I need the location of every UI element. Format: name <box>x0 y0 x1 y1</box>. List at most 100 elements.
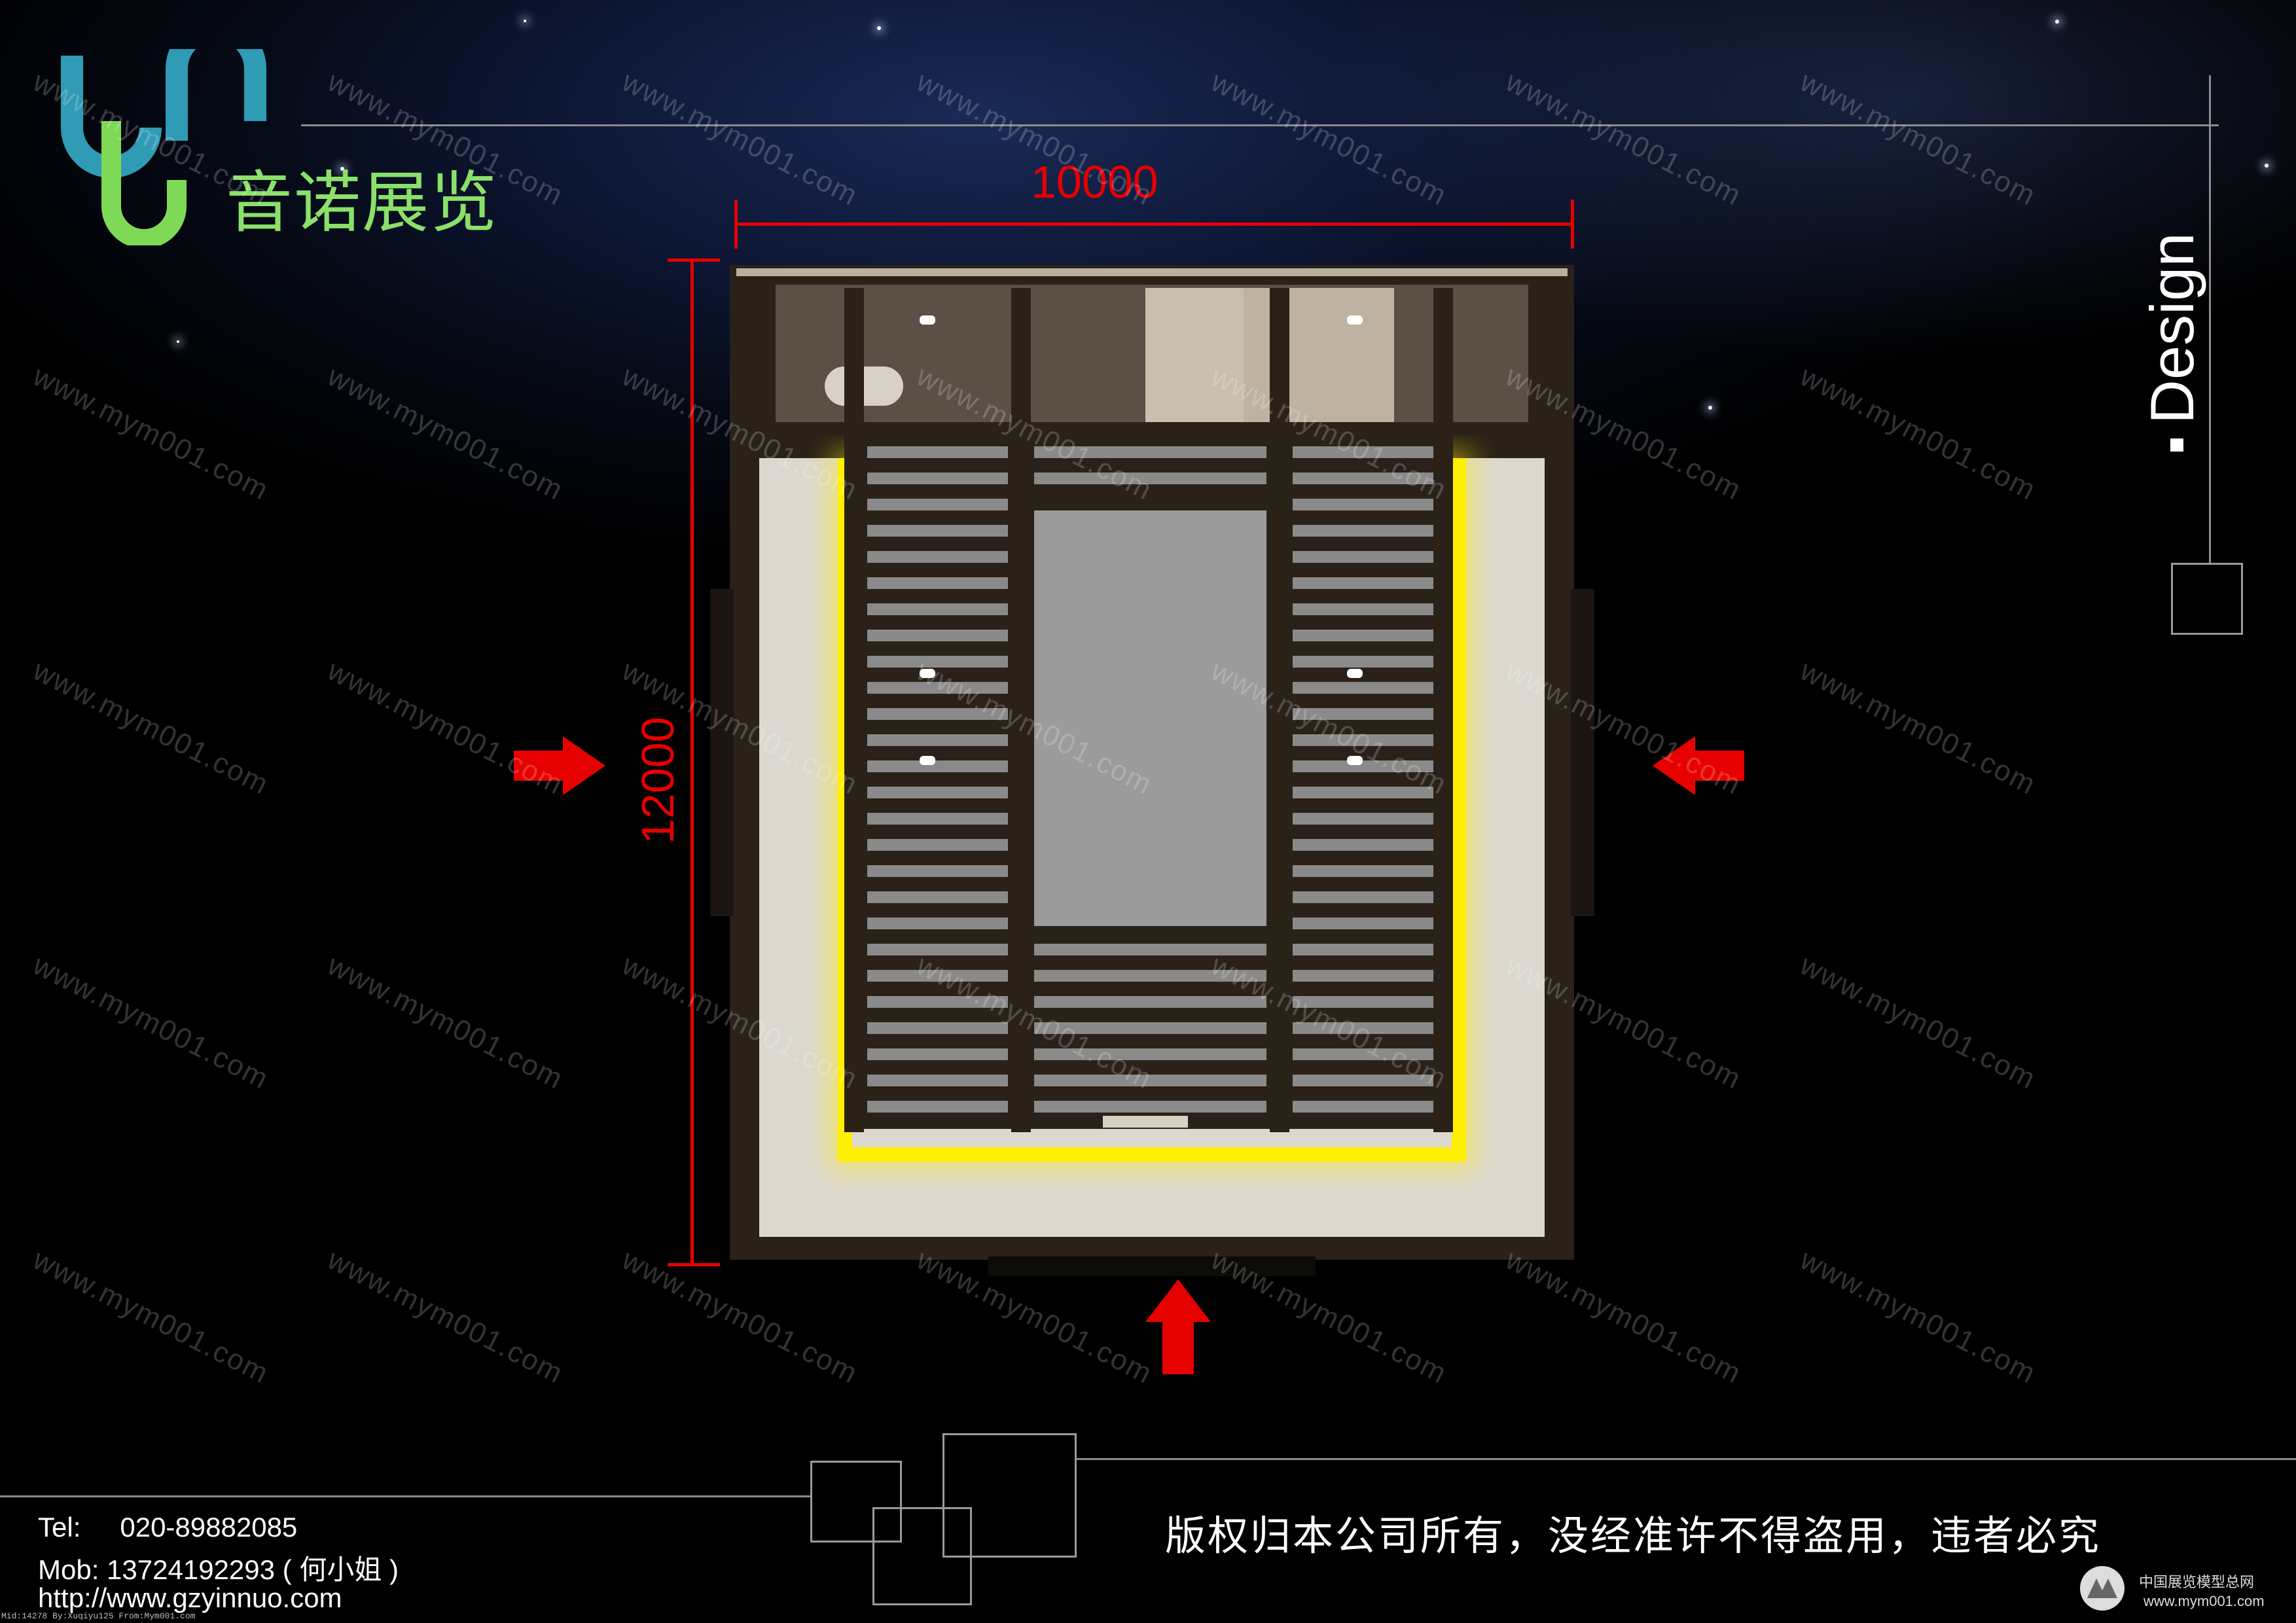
arrow-left-icon <box>1653 736 1744 798</box>
slat <box>1293 603 1433 615</box>
star <box>524 20 526 22</box>
slat <box>1293 813 1433 825</box>
width-dimension-tick-left <box>734 200 738 249</box>
slat <box>1034 473 1266 484</box>
slat <box>1293 577 1433 589</box>
width-dimension-label: 10000 <box>1031 156 1158 207</box>
slat <box>1293 970 1433 982</box>
watermark-text: www.mym001.com <box>27 1243 274 1390</box>
mob-line: Mob: 13724192293 ( 何小姐 ) <box>38 1554 399 1585</box>
slat <box>867 944 1008 955</box>
company-name: 音诺展览 <box>226 164 498 242</box>
watermark-text: www.mym001.com <box>1500 1243 1747 1390</box>
slat <box>867 787 1008 798</box>
slat <box>1293 525 1433 537</box>
slat <box>867 446 1008 458</box>
slat <box>867 577 1008 589</box>
slat <box>1293 446 1433 458</box>
slat <box>1034 970 1266 982</box>
slat <box>1034 996 1266 1008</box>
storage-panel <box>1145 288 1244 432</box>
star <box>340 167 344 171</box>
slat <box>1293 473 1433 484</box>
slat <box>1293 839 1433 851</box>
watermark-text: www.mym001.com <box>1795 949 2041 1096</box>
spot-light <box>920 669 935 678</box>
slat <box>867 708 1008 720</box>
brand-cn: 中国展览模型总网 <box>2139 1575 2255 1591</box>
brand-url[interactable]: www.mym001.com <box>2144 1593 2265 1609</box>
slat <box>867 499 1008 510</box>
watermark-text: www.mym001.com <box>1795 654 2041 801</box>
slat <box>1293 682 1433 694</box>
beam <box>776 422 1528 435</box>
slat <box>867 473 1008 484</box>
slat <box>867 996 1008 1008</box>
slat <box>1293 918 1433 929</box>
side-wall-left <box>710 589 734 916</box>
slat <box>1293 1022 1433 1034</box>
watermark-text: www.mym001.com <box>617 1243 863 1390</box>
slat <box>1293 760 1433 772</box>
spot-light <box>1347 669 1363 678</box>
slat <box>1293 865 1433 877</box>
spot-light <box>920 756 935 765</box>
slat <box>867 1048 1008 1060</box>
slat <box>867 603 1008 615</box>
height-dimension-tick-bottom <box>668 1263 720 1266</box>
slat <box>1293 787 1433 798</box>
watermark-text: www.mym001.com <box>322 1243 569 1390</box>
storage-panel <box>1244 288 1394 432</box>
slat <box>1293 551 1433 563</box>
slat <box>1293 944 1433 955</box>
slat <box>1293 630 1433 641</box>
height-dimension-label: 12000 <box>632 717 683 844</box>
slat <box>867 813 1008 825</box>
slat <box>1293 708 1433 720</box>
slat <box>1034 944 1266 955</box>
height-dimension-tick-top <box>668 259 720 262</box>
slat <box>1293 1101 1433 1113</box>
header-rule <box>301 124 2219 126</box>
slat <box>867 1101 1008 1113</box>
watermark-text: www.mym001.com <box>1206 1243 1452 1390</box>
star <box>177 340 179 343</box>
slat <box>1293 734 1433 746</box>
watermark-text: www.mym001.com <box>322 949 569 1096</box>
spot-light <box>1347 756 1363 765</box>
spot-light <box>1347 315 1363 325</box>
arrow-right-icon <box>514 736 605 798</box>
slat <box>867 891 1008 903</box>
slat <box>1034 1101 1266 1113</box>
watermark-text: www.mym001.com <box>322 654 569 801</box>
slat <box>867 656 1008 668</box>
front-step <box>988 1257 1316 1276</box>
slat <box>1034 1022 1266 1034</box>
side-rule <box>2209 75 2211 563</box>
slat <box>867 839 1008 851</box>
slat <box>1293 996 1433 1008</box>
slat <box>1293 499 1433 510</box>
footer-rule-right <box>1077 1458 2296 1460</box>
watermark-text: www.mym001.com <box>1795 1243 2041 1390</box>
slat <box>867 760 1008 772</box>
slat <box>867 682 1008 694</box>
slat <box>1034 446 1266 458</box>
slat <box>1293 1075 1433 1086</box>
slat <box>1293 891 1433 903</box>
copyright-notice: 版权归本公司所有，没经准许不得盗用，违者必究 <box>1165 1512 2102 1560</box>
star <box>2265 164 2269 168</box>
slat <box>867 1022 1008 1034</box>
slat <box>1293 1048 1433 1060</box>
slat <box>867 734 1008 746</box>
height-dimension-line <box>691 259 694 1266</box>
design-label: Design <box>2137 59 2209 452</box>
watermark-text: www.mym001.com <box>27 949 274 1096</box>
sofa <box>825 366 903 406</box>
star <box>2055 20 2059 24</box>
slat <box>867 865 1008 877</box>
width-dimension-line <box>734 223 1574 226</box>
website-link[interactable]: http://www.gzyinnuo.com <box>38 1582 342 1613</box>
slat <box>1293 656 1433 668</box>
center-platform <box>1034 510 1266 926</box>
